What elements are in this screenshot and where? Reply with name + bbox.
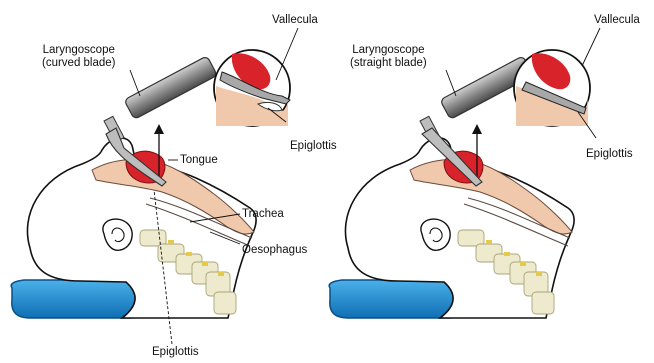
right-epiglottis-inset-label: Epiglottis [586,148,633,161]
tongue-label: Tongue [180,154,218,167]
right-inset [514,50,590,126]
left-inset [214,50,290,126]
oesophagus-label: Oesophagus [242,244,307,257]
left-laryngoscope-label: Laryngoscope (curved blade) [42,44,116,70]
left-epiglottis-inset-label: Epiglottis [290,140,337,153]
right-blade-type: (straight blade) [350,57,427,70]
right-laryngoscope-title: Laryngoscope [350,44,427,57]
right-panel [329,28,600,318]
left-laryngoscope-title: Laryngoscope [42,44,116,57]
left-panel [11,28,298,344]
left-blade-type: (curved blade) [42,57,116,70]
right-vallecula-label: Vallecula [594,14,640,27]
right-laryngoscope-label: Laryngoscope (straight blade) [350,44,427,70]
left-epiglottis-bottom-label: Epiglottis [152,346,199,359]
left-head-illustration [11,124,256,318]
left-vallecula-label: Vallecula [272,14,318,27]
trachea-label: Trachea [242,208,284,221]
